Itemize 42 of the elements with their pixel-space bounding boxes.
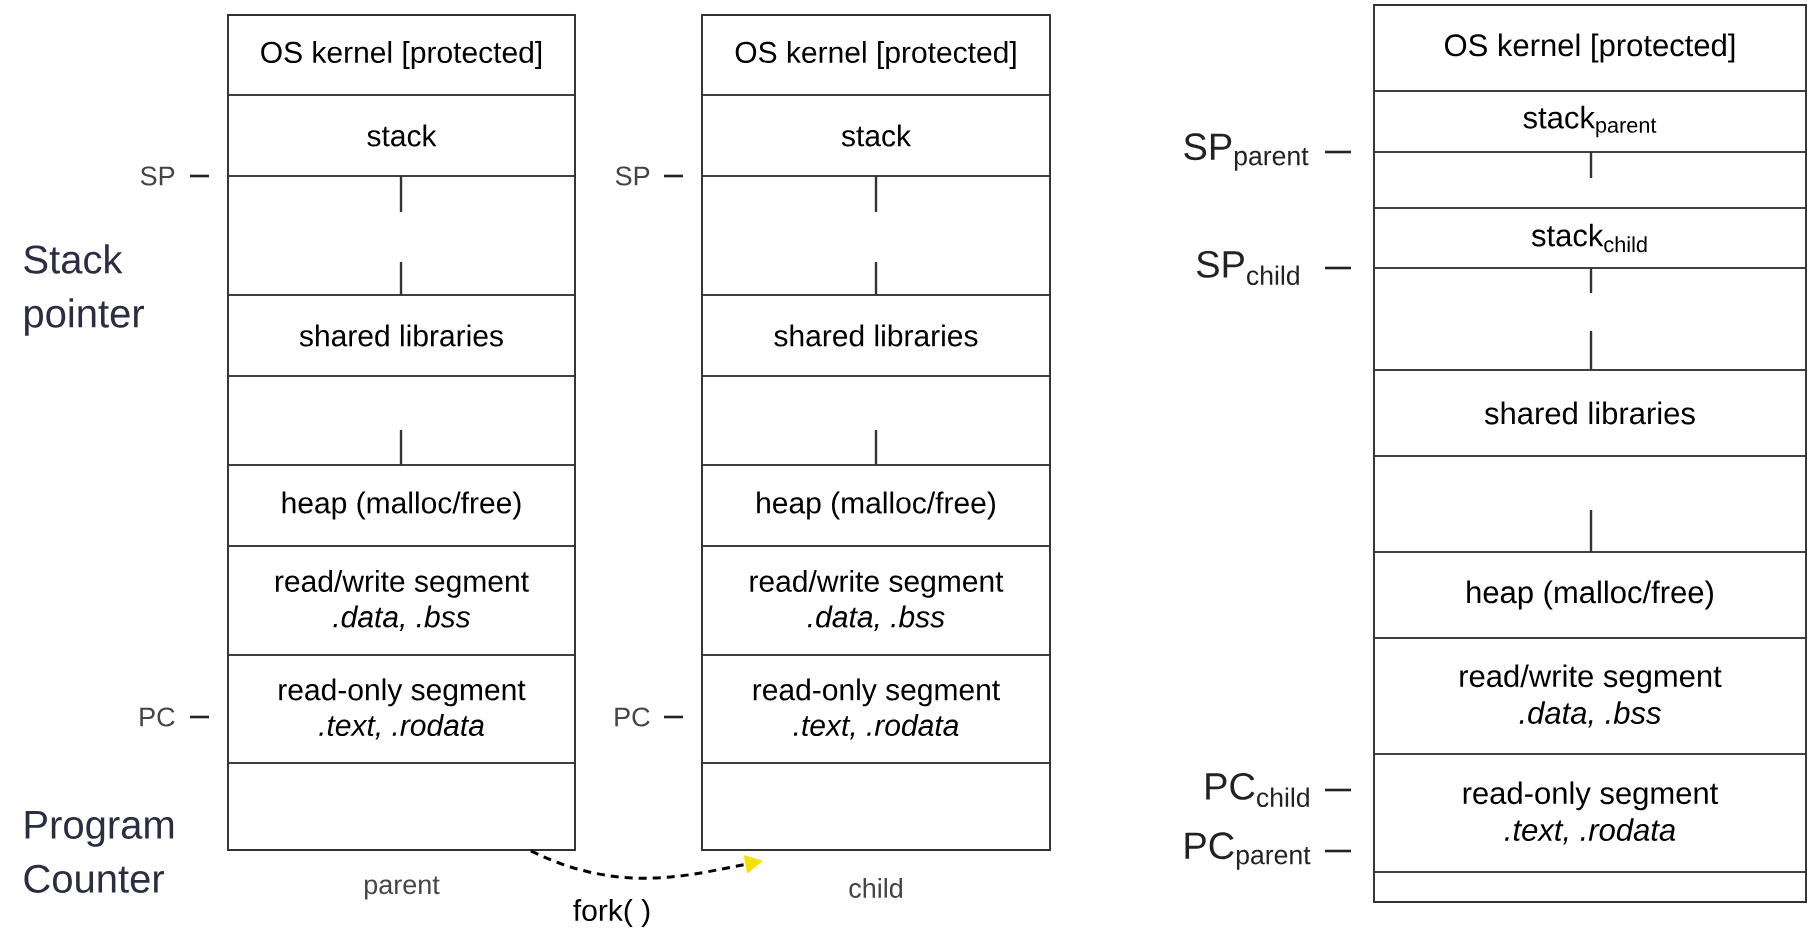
memory-segment: shared libraries bbox=[227, 294, 576, 377]
memory-segment: shared libraries bbox=[1373, 369, 1807, 457]
pointer-label: PC bbox=[615, 707, 650, 727]
memory-segment bbox=[227, 762, 576, 851]
memory-segment bbox=[227, 175, 576, 296]
memory-segment: heap (malloc/free) bbox=[1373, 551, 1807, 639]
memory-segment bbox=[1373, 871, 1807, 903]
memory-segment: OS kernel [protected] bbox=[227, 14, 576, 96]
pointer-label: SP$_{parent}$ bbox=[1184, 133, 1309, 171]
memory-segment: OS kernel [protected] bbox=[1373, 4, 1807, 92]
memory-segment: stack bbox=[227, 94, 576, 177]
memory-segment: stack$_{child}$ bbox=[1373, 207, 1807, 269]
pointer-label: PC$_{parent}$ bbox=[1185, 832, 1311, 870]
memory-segment: stack$_{parent}$ bbox=[1373, 90, 1807, 153]
memory-segment: heap (malloc/free) bbox=[701, 464, 1051, 547]
memory-segment bbox=[701, 175, 1051, 296]
memory-segment bbox=[701, 762, 1051, 851]
memory-segment: read-only segment .text, .rodata bbox=[701, 654, 1051, 764]
pointer-label: SP bbox=[615, 166, 650, 186]
axis-label: Program Counter bbox=[24, 811, 174, 893]
memory-segment bbox=[701, 375, 1051, 466]
memory-segment: OS kernel [protected] bbox=[701, 14, 1051, 96]
edge-label: fork( ) bbox=[570, 897, 654, 929]
axis-label: Stack pointer bbox=[24, 244, 144, 336]
column-caption: parent bbox=[364, 876, 440, 900]
pointer-label: PC$_{child}$ bbox=[1206, 772, 1309, 808]
memory-segment: read-only segment .text, .rodata bbox=[1373, 753, 1807, 873]
pointer-label: SP bbox=[140, 166, 175, 186]
memory-segment bbox=[1373, 267, 1807, 371]
memory-segment bbox=[227, 375, 576, 466]
memory-segment: read/write segment .data, .bss bbox=[1373, 637, 1807, 755]
memory-segment: shared libraries bbox=[701, 294, 1051, 377]
memory-segment bbox=[1373, 151, 1807, 209]
memory-segment: read/write segment .data, .bss bbox=[227, 545, 576, 656]
pointer-label: PC bbox=[140, 707, 175, 727]
pointer-label: SP$_{child}$ bbox=[1196, 250, 1299, 286]
memory-segment: read-only segment .text, .rodata bbox=[227, 654, 576, 764]
memory-segment bbox=[1373, 455, 1807, 553]
memory-segment: stack bbox=[701, 94, 1051, 177]
memory-segment: read/write segment .data, .bss bbox=[701, 545, 1051, 656]
column-caption: child bbox=[849, 878, 902, 898]
memory-segment: heap (malloc/free) bbox=[227, 464, 576, 547]
